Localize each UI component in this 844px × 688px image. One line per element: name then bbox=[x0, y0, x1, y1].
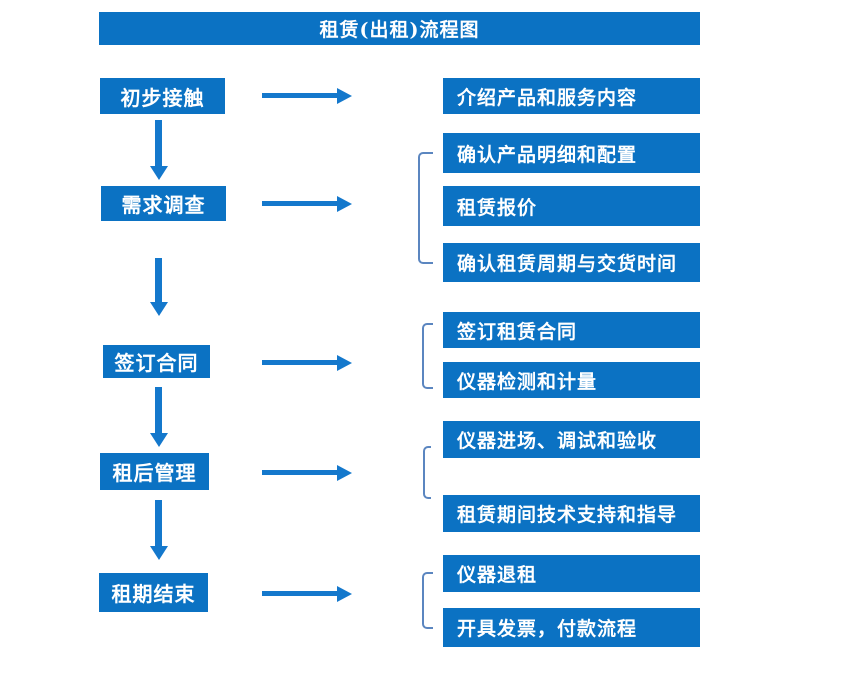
detail-introduce-products: 介绍产品和服务内容 bbox=[443, 78, 700, 114]
step-sign-contract: 签订合同 bbox=[103, 345, 210, 378]
detail-technical-support: 租赁期间技术支持和指导 bbox=[443, 495, 700, 532]
step-demand-survey: 需求调查 bbox=[101, 186, 226, 221]
arrow-right-icon bbox=[262, 93, 337, 98]
group-bracket-icon bbox=[418, 152, 433, 264]
group-bracket-icon bbox=[422, 572, 433, 629]
detail-instrument-setup-acceptance: 仪器进场、调试和验收 bbox=[443, 421, 700, 458]
detail-instrument-return: 仪器退租 bbox=[443, 555, 700, 592]
arrow-down-icon bbox=[155, 258, 162, 302]
step-post-rental-management: 租后管理 bbox=[100, 453, 209, 490]
arrow-right-icon bbox=[262, 201, 337, 206]
flowchart-title: 租赁(出租)流程图 bbox=[99, 12, 700, 45]
detail-invoice-payment: 开具发票，付款流程 bbox=[443, 608, 700, 647]
group-bracket-icon bbox=[423, 446, 431, 499]
detail-confirm-product-config: 确认产品明细和配置 bbox=[443, 133, 700, 173]
arrow-down-icon bbox=[155, 120, 162, 166]
detail-sign-rental-contract: 签订租赁合同 bbox=[443, 312, 700, 348]
group-bracket-icon bbox=[422, 323, 433, 389]
arrow-down-icon bbox=[155, 500, 162, 546]
detail-confirm-period-delivery: 确认租赁周期与交货时间 bbox=[443, 243, 700, 282]
arrow-right-icon bbox=[262, 591, 337, 596]
step-lease-end: 租期结束 bbox=[99, 573, 208, 612]
arrow-right-icon bbox=[262, 470, 337, 475]
arrow-down-icon bbox=[155, 387, 162, 433]
arrow-right-icon bbox=[262, 360, 337, 365]
step-initial-contact: 初步接触 bbox=[100, 78, 225, 114]
detail-rental-quote: 租赁报价 bbox=[443, 186, 700, 226]
detail-instrument-test-calibration: 仪器检测和计量 bbox=[443, 362, 700, 398]
